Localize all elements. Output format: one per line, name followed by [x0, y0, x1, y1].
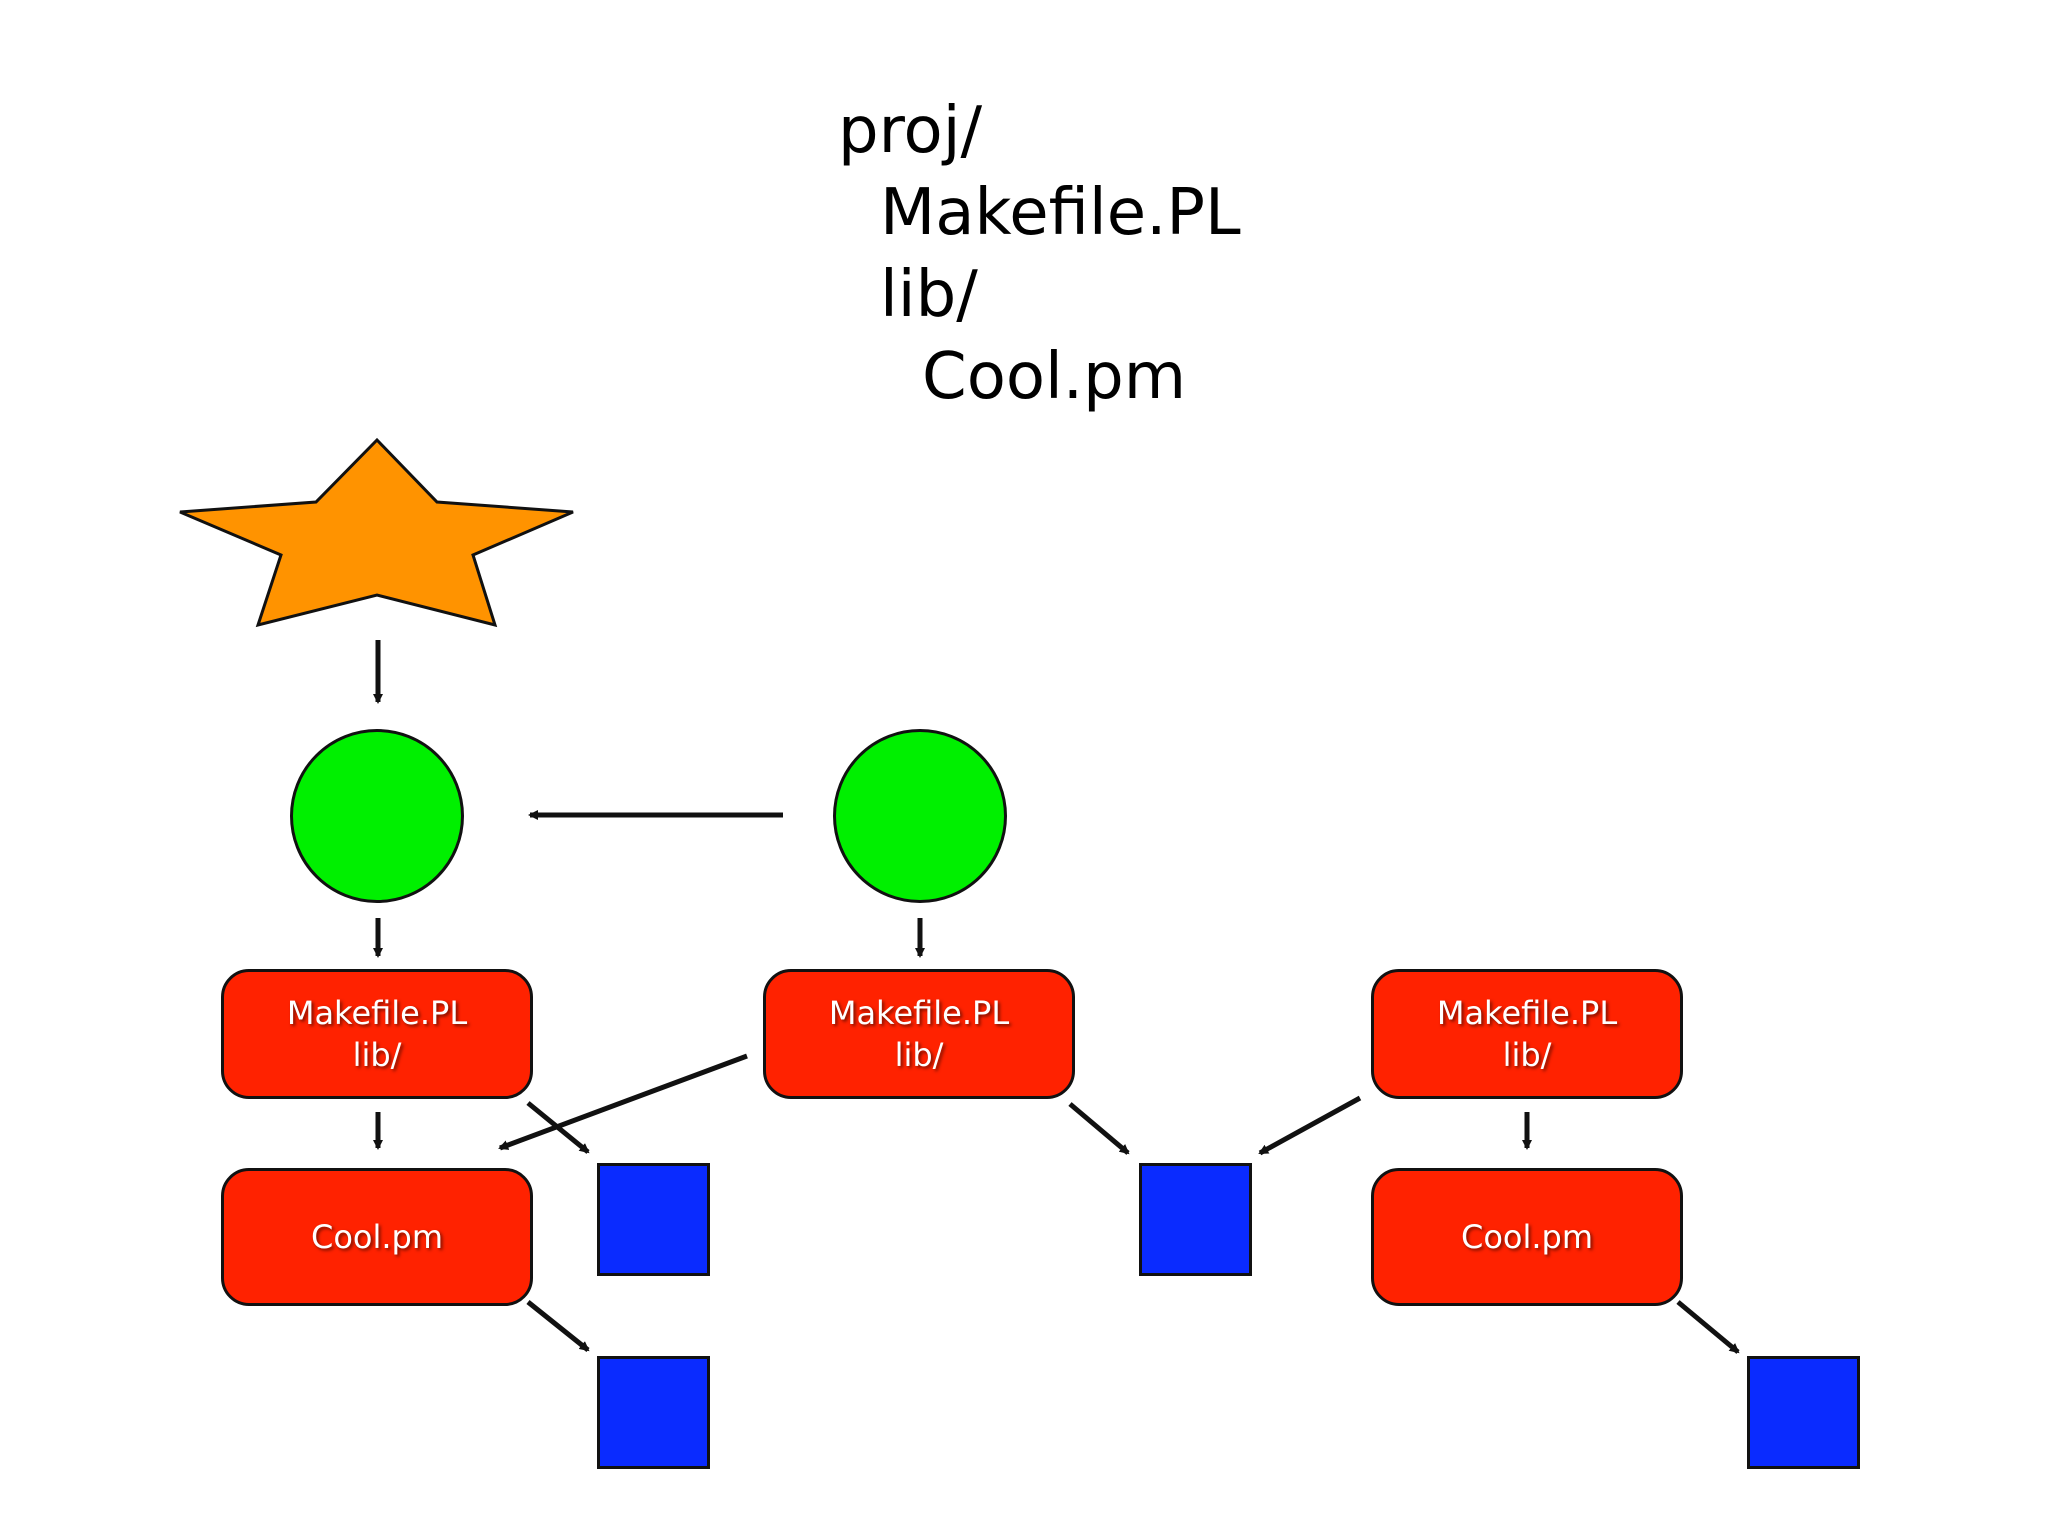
- directory-tree: proj/ Makefile.PL lib/ Cool.pm: [838, 90, 1241, 418]
- module-node-1: Cool.pm: [221, 1168, 533, 1306]
- square-output-4: [1747, 1356, 1860, 1469]
- arrow-build2-to-square3: [1068, 1102, 1130, 1155]
- arrow-module1-to-square2: [526, 1300, 590, 1352]
- arrow-module3-to-square4: [1676, 1300, 1740, 1354]
- build-node-1-lib: lib/: [352, 1036, 402, 1074]
- circle-node-1: [290, 729, 464, 903]
- build-node-2-lib: lib/: [894, 1036, 944, 1074]
- arrow-build3-to-square3: [1258, 1095, 1362, 1156]
- build-node-1-makefile: Makefile.PL: [286, 994, 468, 1032]
- arrow-build2-to-module1: [498, 1053, 748, 1151]
- arrow-build1-to-square1: [526, 1101, 590, 1154]
- build-node-3-makefile: Makefile.PL: [1436, 994, 1618, 1032]
- module-node-3-label: Cool.pm: [1460, 1218, 1594, 1256]
- circle-node-2: [833, 729, 1007, 903]
- tree-lib: lib/: [880, 258, 978, 332]
- square-output-3: [1139, 1163, 1252, 1276]
- build-node-1: Makefile.PL lib/: [221, 969, 533, 1099]
- module-node-3: Cool.pm: [1371, 1168, 1683, 1306]
- build-node-2-makefile: Makefile.PL: [828, 994, 1010, 1032]
- module-node-1-label: Cool.pm: [310, 1218, 444, 1256]
- tree-makefile: Makefile.PL: [880, 176, 1241, 250]
- build-node-3-lib: lib/: [1502, 1036, 1552, 1074]
- star-shape: [179, 437, 574, 628]
- square-output-2: [597, 1356, 710, 1469]
- build-node-2: Makefile.PL lib/: [763, 969, 1075, 1099]
- square-output-1: [597, 1163, 710, 1276]
- tree-root: proj/: [838, 94, 983, 168]
- tree-module: Cool.pm: [922, 340, 1187, 414]
- build-node-3: Makefile.PL lib/: [1371, 969, 1683, 1099]
